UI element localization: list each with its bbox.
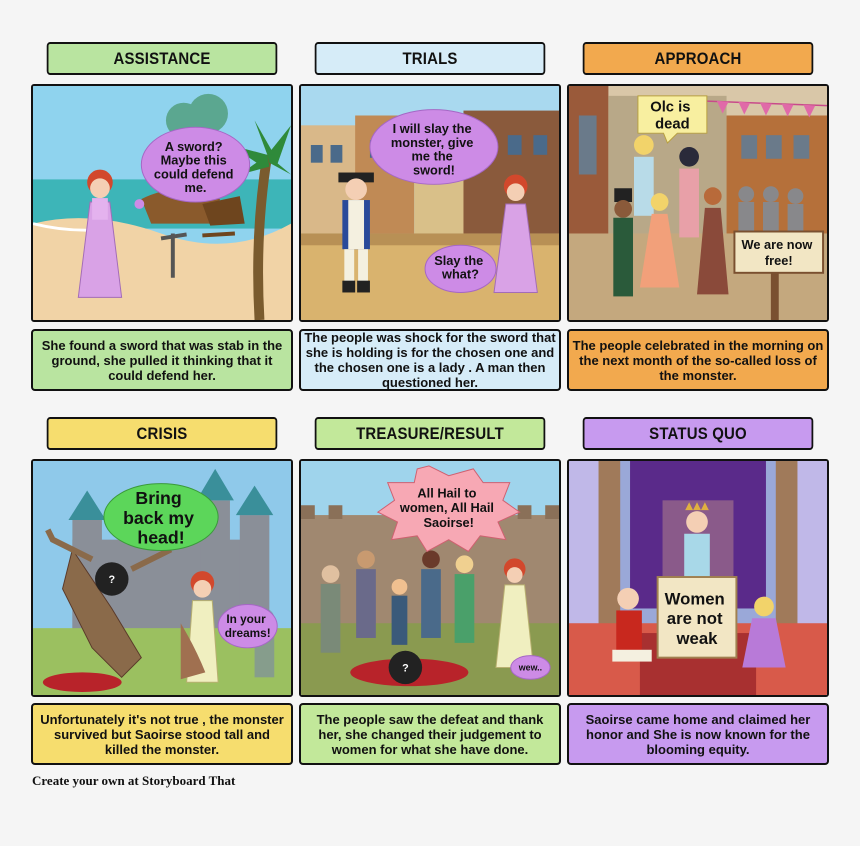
svg-text:In your dreams!: In your dreams! [225, 612, 271, 640]
svg-text:?: ? [108, 574, 115, 586]
saoirse-figure [77, 169, 123, 298]
panel-title-crisis: CRISIS [46, 417, 278, 450]
panel-title-approach: APPROACH [582, 42, 814, 75]
svg-text:Bring back my head: Bring back my head! [123, 488, 199, 547]
panel-title-trials: TRIALS [314, 42, 546, 75]
svg-text:A sword? Maybe this: A sword? Maybe this could defend me. [154, 139, 237, 195]
monster-figure: ? [45, 528, 173, 678]
soldier-kneeling-figure [612, 587, 652, 662]
panel-caption-approach: The people celebrated in the morning on … [567, 329, 829, 391]
svg-text:I will slay the monster,: I will slay the monster, give me the swo… [391, 121, 477, 177]
scene-trials: I will slay the monster, give me the swo… [299, 84, 561, 322]
svg-text:Slay the what?: Slay the what? [434, 253, 487, 282]
panel-caption-status-quo: Saoirse came home and claimed her honor … [567, 703, 829, 765]
panel-caption-treasure-result: The people saw the defeat and thank her,… [299, 703, 561, 765]
queen-figure [684, 502, 710, 578]
scene-treasure-result: ? All Hail to women, All Hail Saoirse! w… [299, 459, 561, 697]
svg-text:Olc is dead: Olc is dead [650, 100, 694, 133]
scene-approach: We are now free! Olc is dead [567, 84, 829, 322]
footer-credit: Create your own at Storyboard That [32, 773, 236, 788]
svg-text:We are now free!: We are now free! [742, 237, 816, 268]
scene-status-quo: Women are not weak [567, 459, 829, 697]
panel-caption-trials: The people was shock for the sword that … [299, 329, 561, 391]
svg-text:All Hail to women, All H: All Hail to women, All Hail Saoirse! [399, 485, 498, 529]
panel-title-assistance: ASSISTANCE [46, 42, 278, 75]
panel-caption-crisis: Unfortunately it's not true , the monste… [31, 703, 293, 765]
scene-assistance: A sword? Maybe this could defend me. [31, 84, 293, 322]
saoirse-figure [493, 174, 538, 293]
soldier-figure [338, 172, 374, 293]
panel-title-status-quo: STATUS QUO [582, 417, 814, 450]
saoirse-figure [495, 558, 534, 668]
svg-text:Women are not weak: Women are not weak [665, 590, 730, 648]
saoirse-figure [180, 571, 219, 683]
scene-crisis: ? Bring back my head! In your dreams! [31, 459, 293, 697]
svg-text:?: ? [402, 662, 409, 674]
svg-text:wew..: wew.. [518, 662, 542, 672]
woman-kneeling-figure [742, 596, 786, 668]
panel-title-treasure-result: TREASURE/RESULT [314, 417, 546, 450]
panel-caption-assistance: She found a sword that was stab in the g… [31, 329, 293, 391]
